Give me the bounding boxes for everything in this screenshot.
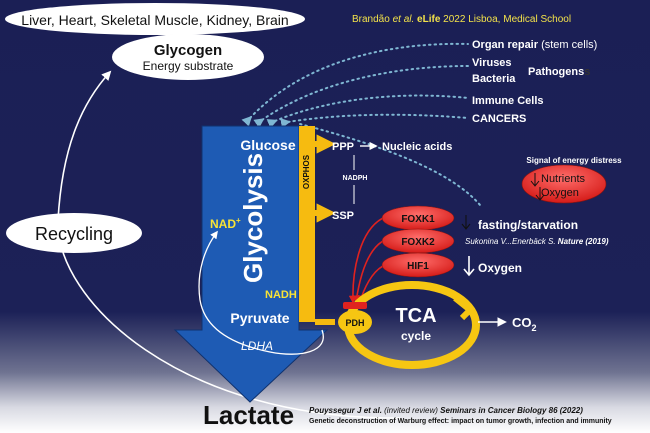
target-bacteria: Bacteria bbox=[472, 73, 516, 85]
fasting-down-icon bbox=[461, 215, 471, 230]
oxphos-bar bbox=[299, 126, 315, 322]
target-viruses: Viruses bbox=[472, 57, 512, 69]
glycogen-subtitle: Energy substrate bbox=[143, 59, 234, 73]
ppp-label: PPP bbox=[332, 141, 354, 153]
glucose-label: Glucose bbox=[240, 137, 295, 153]
nadph-label: NADPH bbox=[343, 175, 368, 182]
oxphos-label: OXPHOS bbox=[302, 154, 311, 189]
lactate-label: Lactate bbox=[203, 400, 294, 430]
recycling-bubble bbox=[6, 213, 142, 253]
distress-nutrients: Nutrients bbox=[541, 173, 586, 185]
sukonina-citation: Sukonina V...Enerbäck S. Nature (2019) bbox=[465, 237, 609, 246]
distress-oxygen-down-icon bbox=[535, 187, 545, 201]
target-cancers: CANCERS bbox=[472, 113, 526, 125]
distress-oxygen: Oxygen bbox=[541, 187, 579, 199]
foxk2-label: FOXK2 bbox=[401, 237, 435, 248]
hif1-bubble bbox=[381, 252, 455, 278]
hif1-label: HIF1 bbox=[407, 261, 429, 272]
pdh-label: PDH bbox=[345, 318, 364, 328]
foxk1-label: FOXK1 bbox=[401, 214, 435, 225]
oxygen-down-icon bbox=[463, 256, 475, 277]
ssp-label: SSP bbox=[332, 210, 354, 222]
pdh-red-cap bbox=[343, 302, 367, 309]
tca-ring-arrowhead bbox=[453, 295, 475, 321]
footer-title: Genetic deconstruction of Warburg effect… bbox=[309, 418, 612, 425]
fasting-label: fasting/starvation bbox=[478, 218, 578, 232]
glycolysis-title: Glycolysis bbox=[238, 153, 268, 283]
ldha-label: LDHA bbox=[241, 339, 273, 353]
target-pathogens: Pathogenss bbox=[528, 66, 590, 78]
oxygen-label: Oxygen bbox=[478, 261, 522, 275]
co2-label: CO2 bbox=[512, 315, 537, 333]
tca-title: TCA bbox=[395, 305, 436, 327]
nucleic-acids-label: Nucleic acids bbox=[382, 141, 452, 153]
nad-label: NAD+ bbox=[210, 216, 241, 231]
tca-cycle-label: cycle bbox=[401, 329, 431, 343]
ldha-loop-arrow bbox=[198, 230, 324, 355]
glycogen-bubble bbox=[112, 34, 264, 80]
nadh-label: NADH bbox=[265, 289, 297, 301]
distress-nutrients-down-icon bbox=[530, 173, 540, 187]
pdh-bubble bbox=[338, 310, 372, 334]
recycling-label: Recycling bbox=[35, 224, 113, 244]
target-immune-cells: Immune Cells bbox=[472, 95, 544, 107]
organs-label: Liver, Heart, Skeletal Muscle, Kidney, B… bbox=[21, 12, 288, 28]
header-citation: Brandão et al. eLife 2022 Lisboa, Medica… bbox=[352, 14, 571, 25]
dotted-arcs bbox=[241, 42, 481, 206]
target-organ-repair: Organ repair (stem cells) bbox=[472, 39, 597, 51]
foxk2-arrow bbox=[352, 240, 384, 304]
foxk1-arrow bbox=[348, 217, 384, 304]
organs-bubble bbox=[5, 3, 305, 35]
footer-citation: Pouyssegur J et al. (invited review) Sem… bbox=[309, 406, 583, 415]
glycogen-title: Glycogen bbox=[154, 42, 222, 59]
distress-title: Signal of energy distress bbox=[526, 156, 622, 165]
distress-bubble bbox=[521, 164, 607, 204]
pyruvate-label: Pyruvate bbox=[230, 310, 289, 326]
